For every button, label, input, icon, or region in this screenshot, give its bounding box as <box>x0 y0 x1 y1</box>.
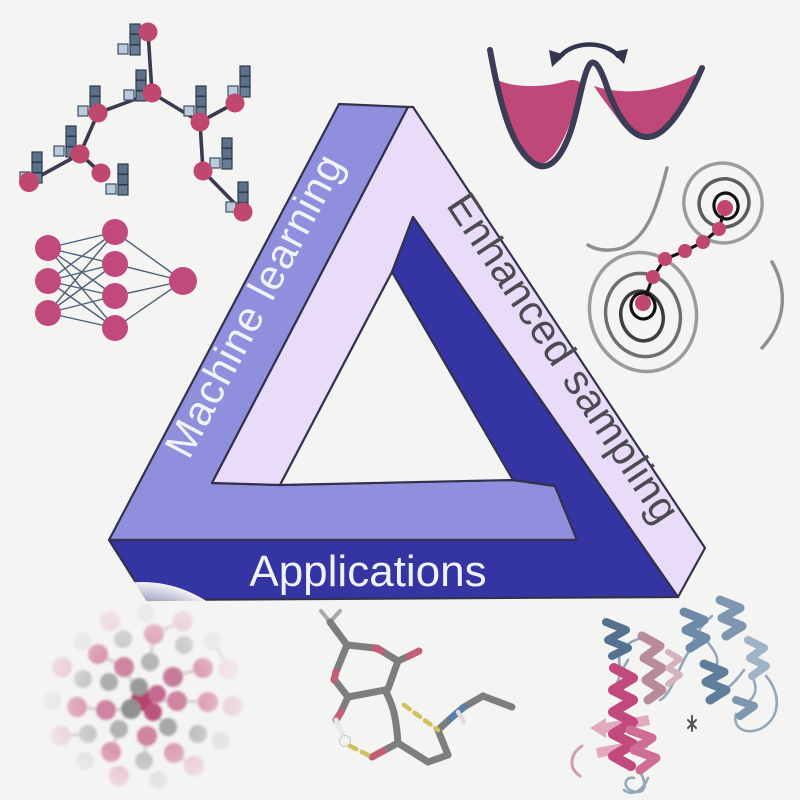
molecule-hbond-illustration <box>319 609 516 766</box>
free-energy-landscape-illustration <box>586 161 785 374</box>
barrier-crossing-arrow <box>549 42 628 67</box>
network-neurons <box>35 219 197 341</box>
ligand-sticks <box>687 715 697 732</box>
protein-helices <box>602 595 770 775</box>
triangle-hole <box>278 270 515 487</box>
double-well-potential-illustration <box>487 42 705 170</box>
hydroxyl-stick <box>333 717 347 741</box>
path-beads <box>635 200 733 311</box>
hydrogen-atom <box>339 735 351 747</box>
applications-label: Applications <box>249 547 486 596</box>
protein-cartoon-illustration <box>570 595 778 794</box>
graph-nodes <box>19 22 253 222</box>
contour-lines <box>586 161 785 374</box>
potential-curve <box>487 47 705 170</box>
neural-network-illustration <box>35 219 197 341</box>
cluster-edge-fade <box>24 582 260 800</box>
hydrogen-bond-dashes <box>347 702 441 758</box>
molecular-graph-illustration <box>19 22 253 222</box>
penrose-triangle <box>107 102 707 602</box>
amine-hydrogen-bond <box>455 709 467 725</box>
